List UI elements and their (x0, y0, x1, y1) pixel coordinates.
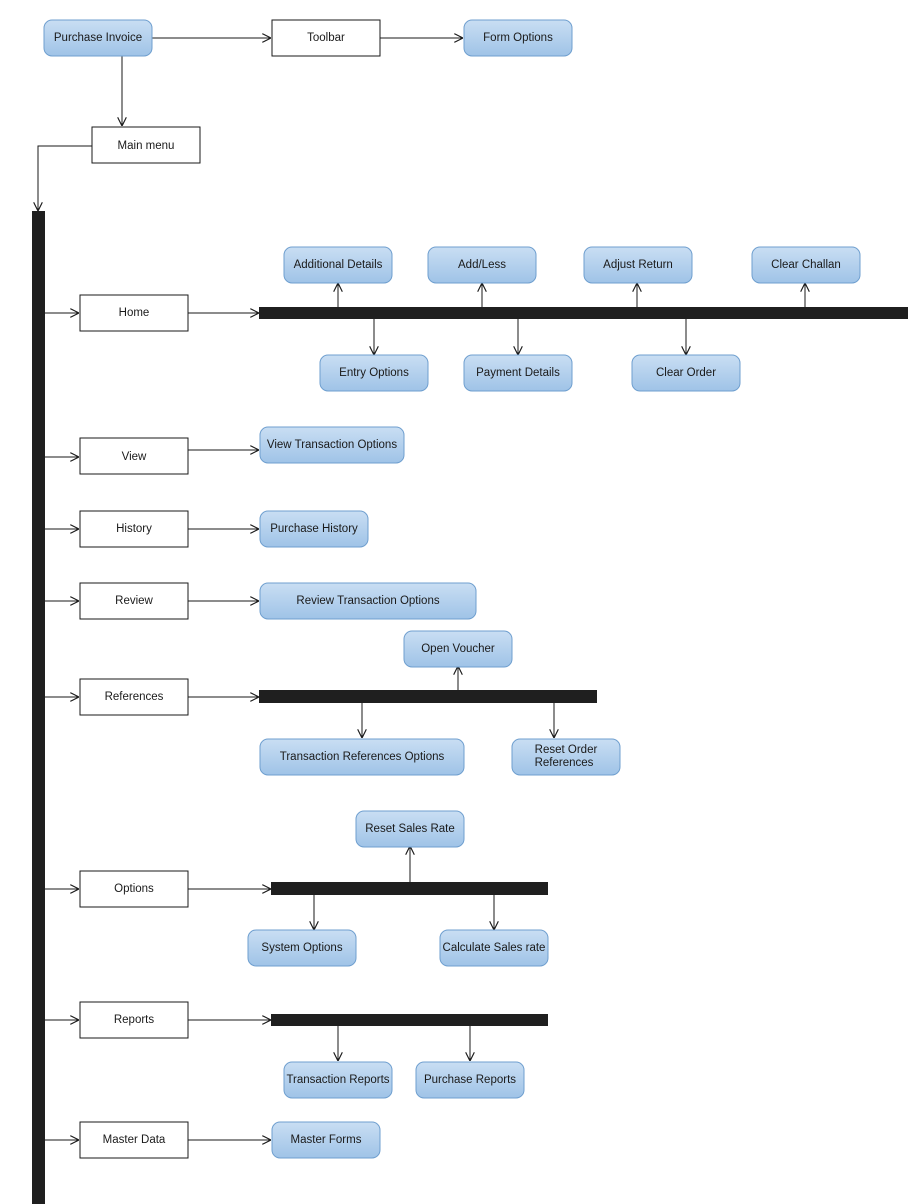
reset-order-references-node[interactable]: Reset Order References (511, 738, 621, 776)
clear-order-label: Clear Order (656, 367, 716, 379)
reset-order-references-label-line2: References (535, 757, 594, 769)
view-transaction-options-label: View Transaction Options (267, 439, 397, 451)
master-forms-node[interactable]: Master Forms (271, 1121, 381, 1159)
review-transaction-options-node[interactable]: Review Transaction Options (259, 582, 477, 620)
additional-details-label: Additional Details (294, 259, 383, 271)
clear-challan-node[interactable]: Clear Challan (751, 246, 861, 284)
purchase-reports-label: Purchase Reports (424, 1074, 516, 1086)
adjust-return-node[interactable]: Adjust Return (583, 246, 693, 284)
main-menu-label: Main menu (118, 140, 175, 152)
calculate-sales-rate-label: Calculate Sales rate (443, 942, 546, 954)
toolbar-node[interactable]: Toolbar (271, 19, 381, 57)
entry-options-node[interactable]: Entry Options (319, 354, 429, 392)
view-label: View (122, 451, 147, 463)
options-node[interactable]: Options (79, 870, 189, 908)
reports-node[interactable]: Reports (79, 1001, 189, 1039)
main-menu-spine-bar (32, 211, 45, 1204)
transaction-references-options-node[interactable]: Transaction References Options (259, 738, 465, 776)
options-label: Options (114, 883, 154, 895)
system-options-label: System Options (261, 942, 342, 954)
calculate-sales-rate-node[interactable]: Calculate Sales rate (439, 929, 549, 967)
history-node[interactable]: History (79, 510, 189, 548)
purchase-history-label: Purchase History (270, 523, 358, 535)
additional-details-node[interactable]: Additional Details (283, 246, 393, 284)
clear-order-node[interactable]: Clear Order (631, 354, 741, 392)
payment-details-node[interactable]: Payment Details (463, 354, 573, 392)
options-fork-bar (271, 882, 548, 895)
open-voucher-label: Open Voucher (421, 643, 495, 655)
view-transaction-options-node[interactable]: View Transaction Options (259, 426, 405, 464)
review-node[interactable]: Review (79, 582, 189, 620)
purchase-invoice-label: Purchase Invoice (54, 32, 142, 44)
form-options-node[interactable]: Form Options (463, 19, 573, 57)
master-forms-label: Master Forms (291, 1134, 362, 1146)
references-node[interactable]: References (79, 678, 189, 716)
reset-order-references-label-line1: Reset Order (535, 744, 598, 756)
add-less-node[interactable]: Add/Less (427, 246, 537, 284)
toolbar-label: Toolbar (307, 32, 345, 44)
purchase-history-node[interactable]: Purchase History (259, 510, 369, 548)
master-data-node[interactable]: Master Data (79, 1121, 189, 1159)
transaction-reports-node[interactable]: Transaction Reports (283, 1061, 393, 1099)
entry-options-label: Entry Options (339, 367, 409, 379)
payment-details-label: Payment Details (476, 367, 560, 379)
transaction-references-options-label: Transaction References Options (280, 751, 445, 763)
references-fork-bar (259, 690, 597, 703)
home-fork-bar (259, 307, 908, 319)
clear-challan-label: Clear Challan (771, 259, 841, 271)
reset-sales-rate-node[interactable]: Reset Sales Rate (355, 810, 465, 848)
transaction-reports-label: Transaction Reports (286, 1074, 389, 1086)
references-label: References (105, 691, 164, 703)
purchase-invoice-node[interactable]: Purchase Invoice (43, 19, 153, 57)
purchase-reports-node[interactable]: Purchase Reports (415, 1061, 525, 1099)
review-label: Review (115, 595, 153, 607)
form-options-label: Form Options (483, 32, 553, 44)
home-label: Home (119, 307, 150, 319)
review-transaction-options-label: Review Transaction Options (296, 595, 439, 607)
reports-label: Reports (114, 1014, 155, 1026)
adjust-return-label: Adjust Return (603, 259, 673, 271)
history-label: History (116, 523, 152, 535)
reports-fork-bar (271, 1014, 548, 1026)
reset-sales-rate-label: Reset Sales Rate (365, 823, 455, 835)
open-voucher-node[interactable]: Open Voucher (403, 630, 513, 668)
system-options-node[interactable]: System Options (247, 929, 357, 967)
connectors (38, 38, 805, 1140)
add-less-label: Add/Less (458, 259, 506, 271)
view-node[interactable]: View (79, 437, 189, 475)
connector (38, 145, 92, 211)
master-data-label: Master Data (103, 1134, 166, 1146)
home-node[interactable]: Home (79, 294, 189, 332)
main-menu-node[interactable]: Main menu (91, 126, 201, 164)
